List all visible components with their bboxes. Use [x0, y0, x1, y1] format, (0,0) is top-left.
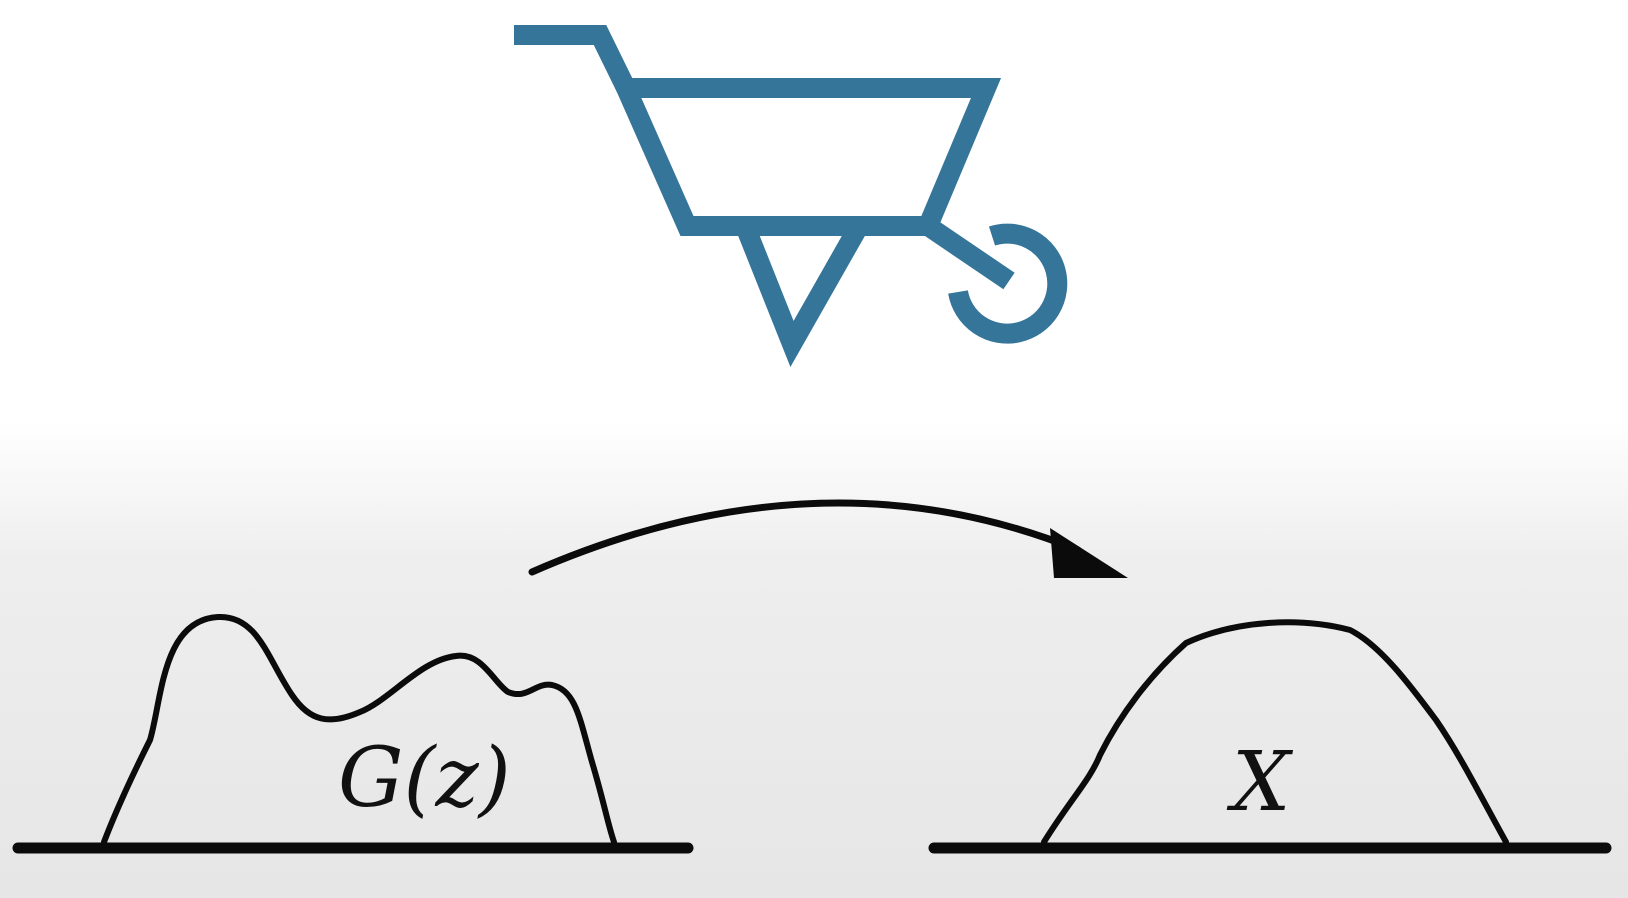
left-density-curve: [101, 613, 617, 845]
right-density-curve: [1041, 619, 1509, 845]
arrow-head: [1050, 528, 1128, 578]
right-distribution-label: X: [1232, 735, 1291, 830]
wheelbarrow-icon: [514, 25, 1068, 368]
left-distribution-label: G(z): [338, 731, 511, 826]
right-distribution: [928, 619, 1612, 854]
wheelbarrow-leg: [735, 221, 868, 368]
wheelbarrow-handle: [514, 25, 635, 93]
wheelbarrow-axle-arm: [922, 217, 1015, 290]
wheelbarrow-bin: [610, 78, 1002, 236]
left-distribution: [12, 613, 694, 854]
wheel-icon: [948, 223, 1068, 344]
mapping-arrow: [528, 499, 1128, 578]
arrow-shaft: [528, 499, 1082, 576]
